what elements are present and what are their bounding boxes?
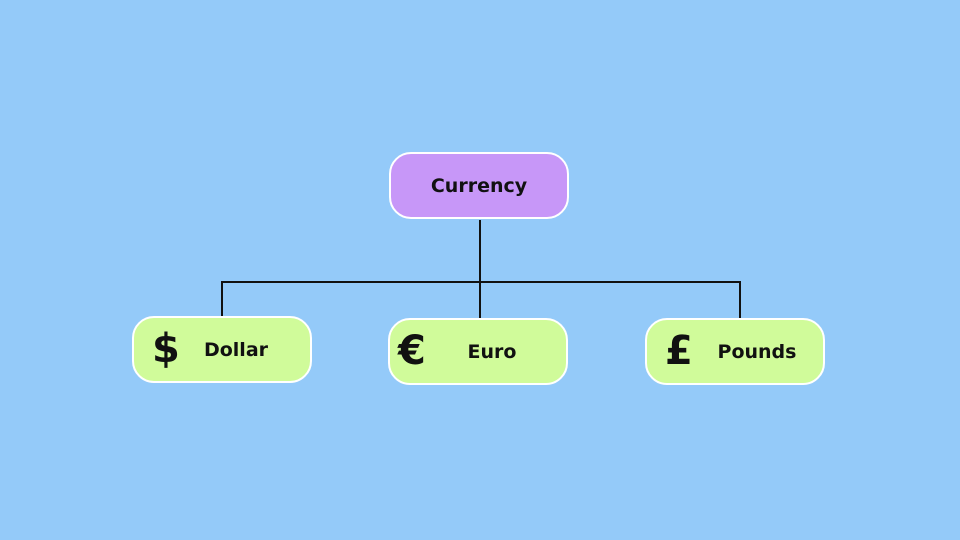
connector-pounds — [739, 281, 741, 320]
pound-icon: £ — [665, 327, 693, 374]
node-currency: Currency — [389, 152, 569, 219]
node-label: Euro — [467, 340, 517, 363]
node-label: Dollar — [203, 338, 269, 361]
connector-dollar — [221, 281, 223, 318]
node-label: Currency — [430, 174, 528, 197]
node-pounds: £ Pounds — [645, 318, 825, 385]
dollar-icon: $ — [152, 325, 180, 372]
node-dollar: $ Dollar — [132, 316, 312, 383]
euro-icon: € — [398, 327, 426, 374]
node-euro: € Euro — [388, 318, 568, 385]
node-label: Pounds — [717, 340, 797, 363]
connector-root-down — [479, 220, 481, 320]
connector-horizontal — [221, 281, 741, 283]
